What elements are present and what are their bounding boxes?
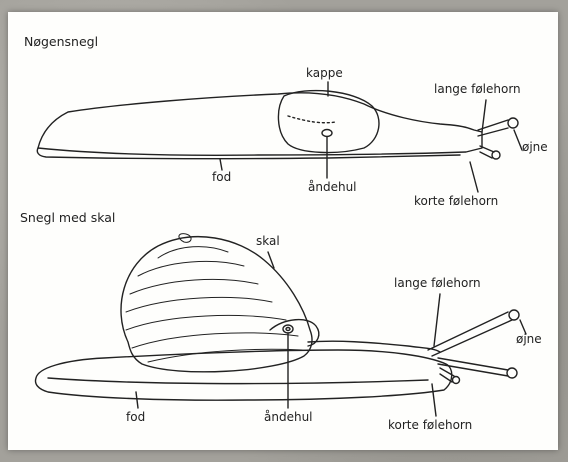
slug-eye-upper <box>508 118 518 128</box>
snail-heading: Snegl med skal <box>20 210 115 225</box>
slug-mantle-dotted-edge <box>288 116 336 123</box>
snail-long-tentacle-upper-2 <box>432 320 512 356</box>
snail-label-lange-folehorn: lange følehorn <box>394 276 481 290</box>
snail-drawing <box>36 234 527 416</box>
snail-breathing-hole <box>283 325 293 333</box>
snail-label-korte-folehorn: korte følehorn <box>388 418 472 432</box>
snail-long-tentacle-lower-2 <box>438 364 508 376</box>
snail-eye-upper <box>509 310 519 320</box>
snail-label-skal: skal <box>256 234 280 248</box>
snail-breathing-hole-inner <box>286 328 290 331</box>
snail-short-tentacle-tip <box>453 377 460 384</box>
slug-label-kappe: kappe <box>306 66 343 80</box>
slug-label-korte-folehorn: korte følehorn <box>414 194 498 208</box>
snail-leader-fod <box>136 392 138 408</box>
slug-mantle <box>278 91 379 153</box>
snail-label-ojne: øjne <box>516 332 542 346</box>
snail-long-tentacle-lower <box>438 358 508 370</box>
snail-long-tentacle-upper <box>428 312 508 350</box>
slug-leader-korte <box>470 162 478 192</box>
snail-leader-korte <box>432 384 436 416</box>
slug-label-fod: fod <box>212 170 231 184</box>
slug-label-andehul: åndehul <box>308 180 357 194</box>
slug-label-ojne: øjne <box>522 140 548 154</box>
slug-heading: Nøgensnegl <box>24 34 98 49</box>
snail-leader-lange <box>434 294 440 346</box>
slug-body <box>38 93 482 155</box>
diagram-sheet: Nøgensnegl kappe lange følehorn øjne fod… <box>8 12 558 450</box>
snail-diagram-drawing <box>8 12 558 450</box>
slug-drawing <box>37 82 522 192</box>
slug-label-lange-folehorn: lange følehorn <box>434 82 521 96</box>
snail-label-andehul: åndehul <box>264 410 313 424</box>
snail-eye-lower <box>507 368 517 378</box>
snail-foot-sole-line <box>48 378 428 384</box>
slug-leader-fod <box>220 159 222 170</box>
snail-shell-whorls <box>126 234 302 362</box>
slug-leader-ojne <box>514 130 522 150</box>
snail-foot <box>36 350 452 400</box>
slug-eye-lower <box>492 151 500 159</box>
slug-breathing-hole <box>322 130 332 137</box>
snail-label-fod: fod <box>126 410 145 424</box>
